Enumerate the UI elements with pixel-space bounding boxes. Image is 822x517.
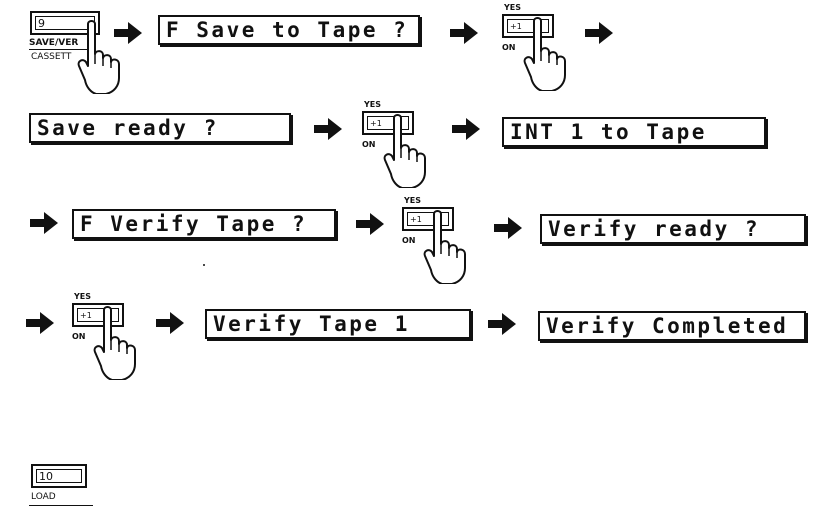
divider — [29, 505, 93, 506]
yes-on-button[interactable]: YES +1 ON — [360, 100, 424, 188]
panel-text: +1 — [77, 308, 119, 322]
pointing-hand-icon — [422, 210, 468, 284]
display-verify-tape-prompt: F Verify Tape ? — [72, 209, 336, 239]
yes-button-panel[interactable]: +1 — [362, 111, 414, 135]
yes-label: YES — [504, 3, 522, 12]
arrow-right-icon — [488, 313, 516, 335]
yes-button-panel[interactable]: +1 — [402, 207, 454, 231]
stray-mark — [203, 264, 205, 266]
key-label-load: LOAD — [31, 492, 56, 502]
yes-on-button[interactable]: YES +1 ON — [400, 196, 464, 284]
pointing-hand-icon — [92, 306, 138, 380]
yes-button-panel[interactable]: +1 — [502, 14, 554, 38]
arrow-right-icon — [585, 22, 613, 44]
pointing-hand-icon — [382, 114, 428, 188]
display-verify-tape-1: Verify Tape 1 — [205, 309, 471, 339]
arrow-right-icon — [114, 22, 142, 44]
panel-text: +1 — [507, 19, 549, 33]
key-number: 10 — [36, 469, 82, 483]
panel-text: +1 — [367, 116, 409, 130]
display-int-to-tape: INT 1 to Tape — [502, 117, 766, 147]
arrow-right-icon — [156, 312, 184, 334]
display-verify-completed: Verify Completed — [538, 311, 806, 341]
yes-label: YES — [74, 292, 92, 301]
arrow-right-icon — [494, 217, 522, 239]
key-label-save-verify: SAVE/VER — [29, 38, 79, 48]
yes-on-button[interactable]: YES +1 ON — [70, 292, 134, 380]
divider — [29, 49, 89, 50]
on-label: ON — [362, 140, 376, 149]
key-label-cassette: CASSETT — [31, 52, 72, 62]
display-save-to-tape: F Save to Tape ? — [158, 15, 420, 45]
display-save-ready: Save ready ? — [29, 113, 291, 143]
key-10-load[interactable]: 10 — [31, 464, 87, 488]
yes-label: YES — [364, 100, 382, 109]
pointing-hand-icon — [522, 17, 568, 91]
arrow-right-icon — [26, 312, 54, 334]
panel-text: +1 — [407, 212, 449, 226]
display-verify-ready: Verify ready ? — [540, 214, 806, 244]
on-label: ON — [72, 332, 86, 341]
arrow-right-icon — [314, 118, 342, 140]
yes-label: YES — [404, 196, 422, 205]
arrow-right-icon — [30, 212, 58, 234]
arrow-right-icon — [450, 22, 478, 44]
arrow-right-icon — [452, 118, 480, 140]
yes-button-panel[interactable]: +1 — [72, 303, 124, 327]
yes-on-button[interactable]: YES +1 ON — [500, 3, 564, 91]
on-label: ON — [402, 236, 416, 245]
on-label: ON — [502, 43, 516, 52]
arrow-right-icon — [356, 213, 384, 235]
